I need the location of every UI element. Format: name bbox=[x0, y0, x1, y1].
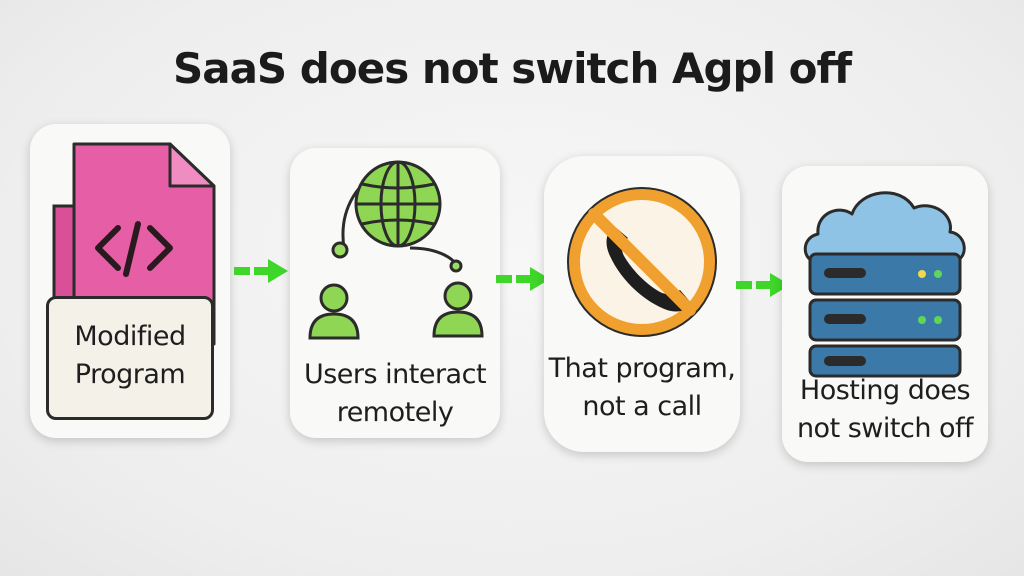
step-2-label-line-2: remotely bbox=[336, 397, 454, 428]
arrow-right-icon bbox=[496, 267, 550, 291]
step-1-label-line-1: Modified bbox=[74, 321, 186, 352]
no-phone-call-icon bbox=[567, 187, 717, 337]
cloud-server-icon bbox=[803, 191, 966, 378]
diagram-title: SaaS does not switch Agpl off bbox=[172, 44, 852, 93]
step-1-label-line-2: Program bbox=[74, 359, 186, 390]
step-3-label-line-1: That program, bbox=[548, 353, 736, 384]
step-4-label-line-2: not switch off bbox=[796, 413, 974, 444]
step-4-label: Hosting does not switch off bbox=[782, 372, 988, 448]
step-4-label-line-1: Hosting does bbox=[799, 375, 971, 406]
step-2-label: Users interact remotely bbox=[290, 356, 500, 432]
step-1-label-box bbox=[46, 296, 214, 420]
globe-users-icon bbox=[308, 160, 484, 340]
step-3-label-line-2: not a call bbox=[582, 391, 702, 422]
step-2-label-line-1: Users interact bbox=[303, 359, 487, 390]
step-3-label: That program, not a call bbox=[544, 350, 740, 426]
arrow-right-icon bbox=[736, 273, 790, 297]
arrow-right-icon bbox=[234, 259, 288, 283]
step-1-label: Modified Program bbox=[46, 318, 214, 394]
